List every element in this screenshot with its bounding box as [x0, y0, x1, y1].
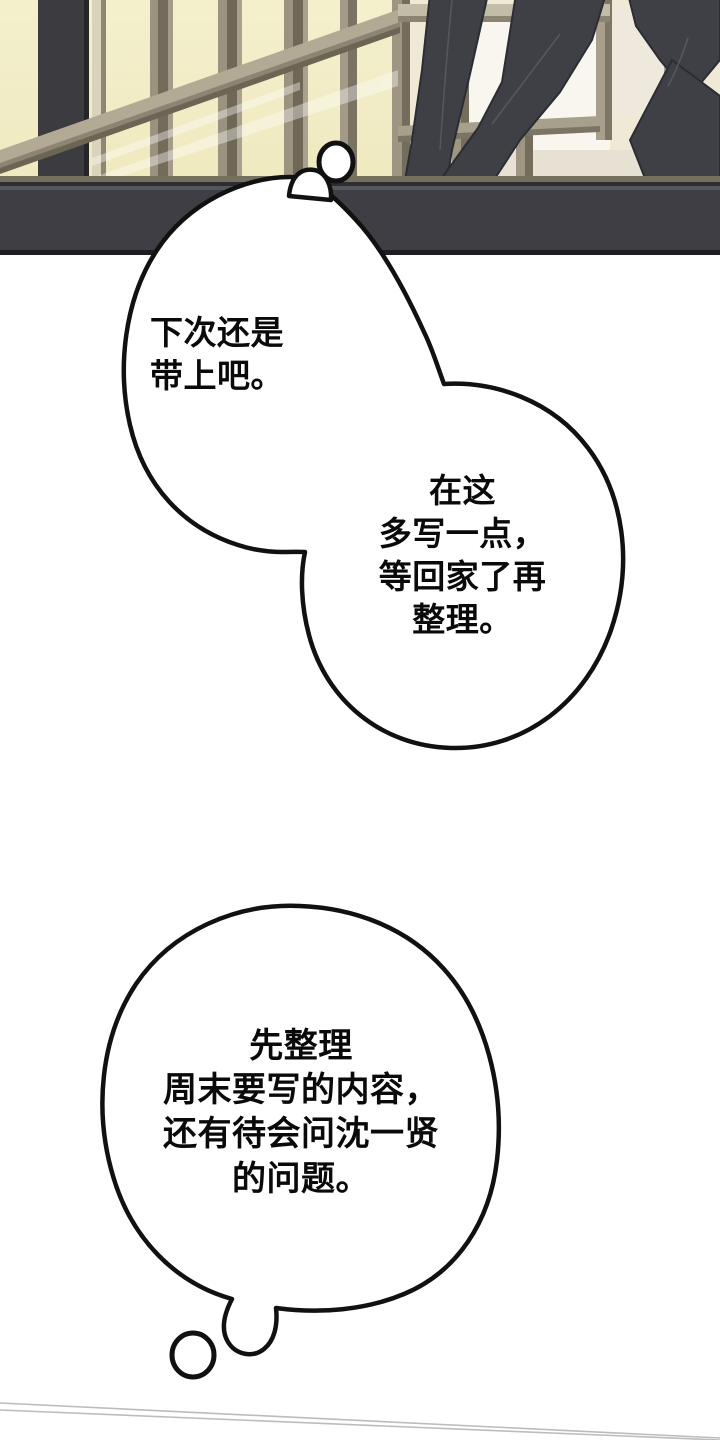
parapet-top-light	[0, 186, 720, 190]
thought-tail-circle-bottom	[169, 1330, 217, 1380]
bubble-1-text: 下次还是 带上吧。	[150, 313, 284, 395]
thought-tail-circle-top	[316, 140, 356, 184]
bubble-2-text: 在这 多写一点， 等回家了再 整理。	[378, 471, 547, 639]
thought-bubble-bottom-shape	[100, 903, 502, 1357]
ledge-top-shadow	[0, 182, 720, 188]
diagonal-handrail	[0, 9, 400, 174]
balcony-scene-group	[0, 0, 720, 255]
bubble-3-text: 先整理 周末要写的内容， 还有待会问沈一贤 的问题。	[163, 1026, 439, 1199]
left-dark-post-edge	[84, 0, 89, 183]
next-panel-edge-lines	[0, 1402, 720, 1440]
trouser-crease-lines	[439, 0, 689, 151]
merged-thought-bubble-shape	[121, 174, 626, 751]
glass-reflections	[92, 70, 398, 186]
ledge-top-highlight	[0, 176, 720, 184]
thought-tail-bump-top	[286, 167, 334, 203]
